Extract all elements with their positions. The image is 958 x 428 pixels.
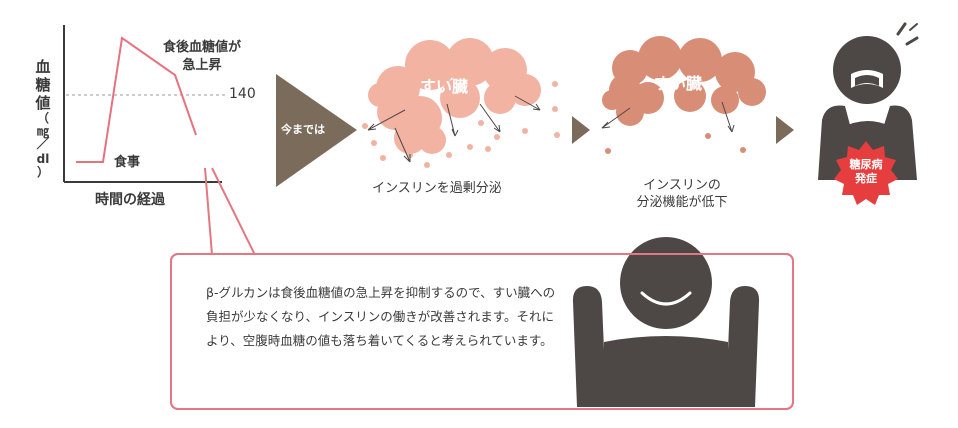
x-axis-label: 時間の経過 [95, 192, 165, 208]
pancreas-2-caption-line2: 分泌機能が低下 [636, 195, 728, 210]
pancreas-2-label: すい臓 [654, 74, 703, 93]
callout-text: β-グルカンは食後血糖値の急上昇を抑制するので、すい臓への負担が少なくなり、イン… [206, 285, 556, 348]
spike-label-line1: 食後血糖値が [163, 40, 242, 55]
badge-line2: 発症 [855, 172, 877, 185]
callout-pointer [204, 167, 256, 256]
meal-label: 食事 [114, 155, 141, 170]
y-axis-label: 血 糖 値 （ ㎎ ／ dl ） [35, 58, 51, 179]
insulin-dots-2 [605, 133, 746, 154]
big-arrow-label: 今までは [281, 123, 325, 136]
pancreas-1-caption: インスリンを過剰分泌 [372, 181, 502, 196]
diabetes-badge-text: 糖尿病 発症 [841, 158, 891, 186]
spike-label: 食後血糖値が 急上昇 [163, 39, 241, 75]
pancreas-2-caption: インスリンの 分泌機能が低下 [612, 177, 752, 211]
insulin-dots-1 [362, 81, 560, 168]
spike-label-line2: 急上昇 [182, 58, 222, 73]
badge-line1: 糖尿病 [849, 158, 883, 171]
threshold-value: 140 [229, 86, 256, 102]
pancreas-1-label: すい臓 [420, 77, 469, 96]
blood-sugar-curve [76, 36, 197, 163]
pancreas-2-caption-line1: インスリンの [643, 178, 721, 193]
